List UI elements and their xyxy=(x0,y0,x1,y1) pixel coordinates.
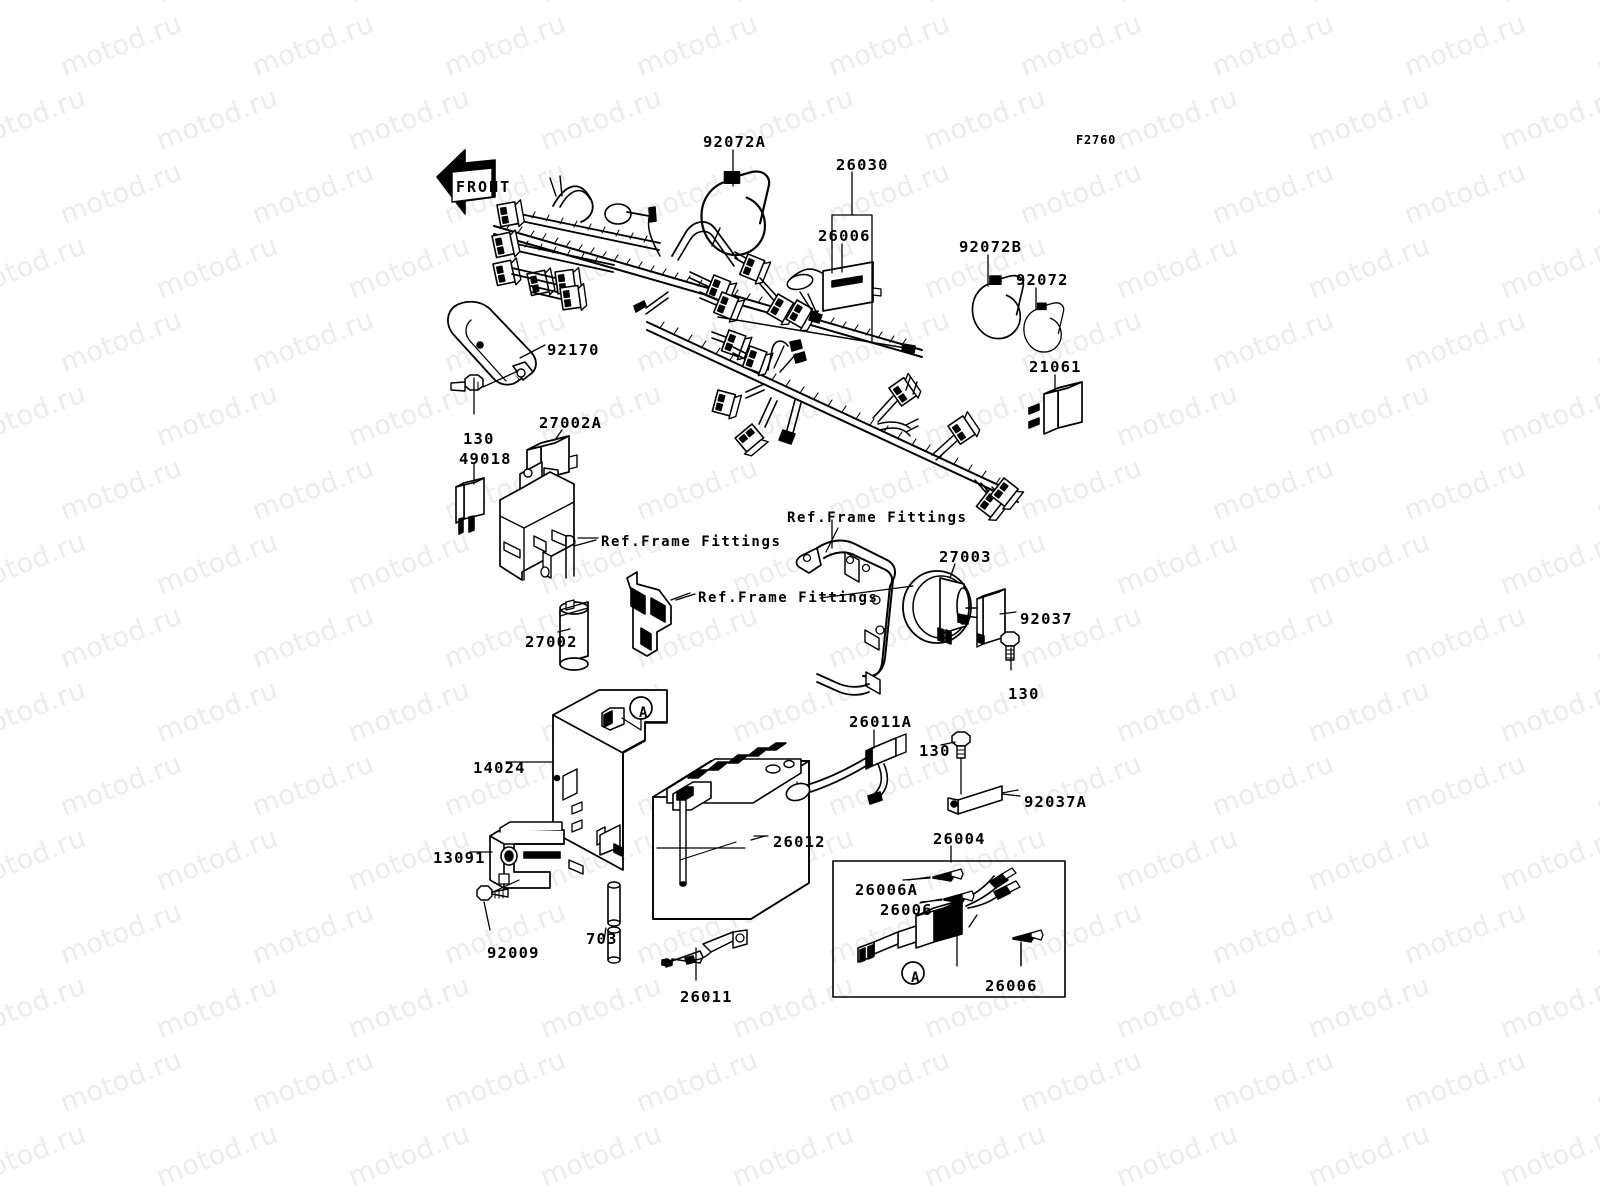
wiring-harness-26030 xyxy=(490,175,1025,525)
callout-92170[interactable]: 92170 xyxy=(547,341,600,359)
part-130-bolt-lower xyxy=(951,731,971,795)
terminal-26006-b xyxy=(1012,929,1044,943)
callout-92072[interactable]: 92072 xyxy=(1016,271,1069,289)
frame-fitting-bracket-1 xyxy=(499,461,597,581)
part-92170-cover xyxy=(447,300,537,386)
part-21061-relay xyxy=(1028,381,1083,435)
callout-130-upper[interactable]: 130 xyxy=(463,430,495,448)
part-26012-battery xyxy=(652,742,810,920)
part-130-bolt-horn xyxy=(1000,631,1020,661)
frame-fitting-horn-bracket xyxy=(795,527,896,696)
callout-130-lower[interactable]: 130 xyxy=(919,742,951,760)
detail-mark-a-top: A xyxy=(639,705,649,721)
callout-703[interactable]: 703 xyxy=(586,930,618,948)
callout-27003[interactable]: 27003 xyxy=(939,548,992,566)
callout-21061[interactable]: 21061 xyxy=(1029,358,1082,376)
detail-circle-marks xyxy=(621,696,925,985)
part-130-bolt-upper xyxy=(450,370,519,392)
callout-27002a[interactable]: 27002A xyxy=(539,414,603,432)
callout-26011a[interactable]: 26011A xyxy=(849,713,913,731)
callout-49018[interactable]: 49018 xyxy=(459,450,512,468)
leader-lines xyxy=(469,149,1056,966)
callout-26006-top[interactable]: 26006 xyxy=(818,227,871,245)
terminal-26006a xyxy=(932,868,964,882)
callout-13091[interactable]: 13091 xyxy=(433,849,486,867)
callout-130-horn[interactable]: 130 xyxy=(1008,685,1040,703)
callout-92072b[interactable]: 92072B xyxy=(959,238,1023,256)
part-26011a-lead xyxy=(785,733,907,805)
sheet-code: F2760 xyxy=(1076,133,1117,147)
callout-92009[interactable]: 92009 xyxy=(487,944,540,962)
part-27003-horn xyxy=(819,570,981,645)
part-49018-cap xyxy=(455,477,485,535)
callout-92037[interactable]: 92037 xyxy=(1020,610,1073,628)
callout-26030[interactable]: 26030 xyxy=(836,156,889,174)
callout-27002[interactable]: 27002 xyxy=(525,633,578,651)
part-13091-holder xyxy=(489,821,565,897)
part-92072-tie-wrap xyxy=(1023,302,1065,353)
callout-26012[interactable]: 26012 xyxy=(773,833,826,851)
detail-mark-a-box: A xyxy=(911,970,921,986)
part-26006-terminal-block xyxy=(822,261,882,312)
part-92009-screw xyxy=(476,885,509,901)
terminal-26006-a xyxy=(943,890,975,904)
ref-frame-fittings-3: Ref.Frame Fittings xyxy=(787,510,968,526)
callout-26006a[interactable]: 26006A xyxy=(855,881,919,899)
callout-26006-box2[interactable]: 26006 xyxy=(985,977,1038,995)
part-27002-relay xyxy=(559,599,589,671)
part-92037a-clamp xyxy=(947,785,1019,815)
callout-26006-box[interactable]: 26006 xyxy=(880,901,933,919)
part-92072a-tie-wrap xyxy=(700,170,771,257)
part-26011-terminals xyxy=(661,929,748,981)
svg-text:FRONT: FRONT xyxy=(456,178,511,196)
callout-92072a[interactable]: 92072A xyxy=(703,133,767,151)
callout-26004[interactable]: 26004 xyxy=(933,830,986,848)
inset-box-26004-detail xyxy=(832,860,1066,998)
callout-14024[interactable]: 14024 xyxy=(473,759,526,777)
part-92037-clamp xyxy=(976,588,1006,648)
frame-fitting-bracket-2 xyxy=(626,571,691,657)
part-14024-cover xyxy=(552,689,668,875)
ref-frame-fittings-1: Ref.Frame Fittings xyxy=(601,534,782,550)
callout-26011[interactable]: 26011 xyxy=(680,988,733,1006)
callout-92037a[interactable]: 92037A xyxy=(1024,793,1088,811)
ref-frame-fittings-2: Ref.Frame Fittings xyxy=(698,590,879,606)
front-direction-marker: FRONT xyxy=(436,149,511,215)
part-703-tubes xyxy=(607,881,621,964)
